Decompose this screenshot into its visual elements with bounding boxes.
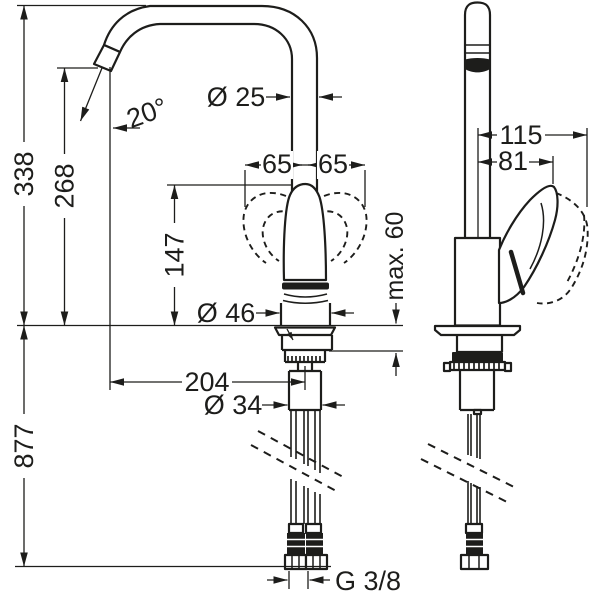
escutcheon-front bbox=[273, 326, 337, 337]
handle-side-dashed bbox=[536, 192, 589, 305]
dimension-labels: 338 268 147 877 max. 60 20° Ø 25 65 65 Ø… bbox=[9, 82, 543, 596]
dim-spout-tube-diameter: Ø 25 bbox=[207, 82, 266, 112]
dim-total-height: 338 bbox=[9, 151, 39, 196]
handle-side bbox=[497, 184, 559, 305]
hose-ferrule-b bbox=[304, 522, 323, 535]
hex-nut-side bbox=[459, 553, 490, 571]
dim-handle-top-height: 147 bbox=[160, 232, 190, 277]
dim-max-mounting-thickness: max. 60 bbox=[381, 212, 409, 301]
swing-arc-left-inner bbox=[261, 210, 294, 262]
hose-side-lower bbox=[467, 481, 481, 524]
dim-spout-angle: 20° bbox=[123, 92, 172, 134]
hoses-upper bbox=[290, 410, 321, 473]
dim-spout-outlet-height: 268 bbox=[50, 163, 80, 208]
spout-outer-line bbox=[102, 4, 319, 210]
ext-thread-ticks bbox=[288, 571, 309, 589]
thread-section bbox=[283, 350, 327, 364]
hose-connector-b bbox=[306, 533, 323, 555]
hex-nut-b bbox=[304, 553, 329, 571]
bracket-tab-right bbox=[503, 361, 513, 373]
dim-spout-reach: 204 bbox=[184, 367, 229, 397]
dim-handle-swing-left: 65 bbox=[262, 149, 292, 179]
dim-handle-swing-right: 65 bbox=[318, 149, 348, 179]
thread-hatch bbox=[287, 356, 321, 362]
gasket-side bbox=[452, 352, 503, 362]
hoses-lower bbox=[290, 479, 321, 524]
swing-arc-left-outer bbox=[242, 191, 287, 264]
shank-side bbox=[455, 335, 504, 354]
hose-connector-a bbox=[287, 533, 305, 555]
handle-side-dashed-inner bbox=[565, 214, 586, 285]
mounting-spacer bbox=[458, 370, 496, 412]
dim-connection-thread: G 3/8 bbox=[335, 566, 401, 596]
spout-inner-line bbox=[118, 22, 294, 210]
spout-tube-side bbox=[463, 1, 492, 238]
fixing-arrow bbox=[286, 328, 294, 341]
escutcheon-side bbox=[433, 324, 522, 337]
hex-nut-facets bbox=[291, 555, 321, 569]
hex-nut-facets-side bbox=[468, 555, 480, 569]
spout-band-lines bbox=[465, 44, 490, 54]
connector-ribs bbox=[287, 538, 323, 548]
connector-ribs-side bbox=[466, 538, 483, 548]
break-lines-front bbox=[250, 430, 346, 493]
swing-arc-right-inner bbox=[316, 210, 349, 262]
swing-arc-right-outer bbox=[323, 191, 368, 264]
handle-front bbox=[282, 182, 328, 282]
handle-pivot-joint bbox=[508, 249, 526, 296]
handle-swing-arcs bbox=[242, 191, 368, 264]
dim-shank-diameter: Ø 34 bbox=[204, 390, 263, 420]
hose-ferrule-a bbox=[287, 522, 305, 535]
dim-body-diameter: Ø 46 bbox=[197, 298, 256, 328]
side-view bbox=[420, 1, 589, 571]
hose-side-upper bbox=[467, 414, 481, 459]
bracket-tab-left bbox=[442, 361, 452, 373]
handle-sculpt-line bbox=[529, 202, 545, 270]
body-front bbox=[279, 303, 332, 326]
handle-base-ring bbox=[282, 282, 329, 290]
body-ring-arcs bbox=[282, 293, 329, 304]
dim-handle-depth: 81 bbox=[498, 146, 528, 176]
spout-outlet bbox=[92, 43, 122, 73]
text-halos bbox=[11, 121, 545, 478]
spacer-tab bbox=[472, 408, 483, 416]
hose-ferrule-side bbox=[464, 522, 484, 535]
front-view bbox=[92, 4, 368, 571]
body-side bbox=[453, 236, 502, 327]
hose-connector-side bbox=[466, 533, 483, 555]
spout-outlet-side bbox=[465, 58, 490, 73]
dim-overall-depth: 115 bbox=[499, 120, 542, 150]
leader-spout-axis bbox=[79, 67, 103, 122]
bracket-hatch bbox=[453, 363, 500, 369]
dim-below-counter-length: 877 bbox=[9, 423, 39, 468]
break-lines-side bbox=[420, 443, 515, 503]
shank-stub bbox=[296, 362, 314, 371]
shank-front bbox=[280, 335, 334, 352]
